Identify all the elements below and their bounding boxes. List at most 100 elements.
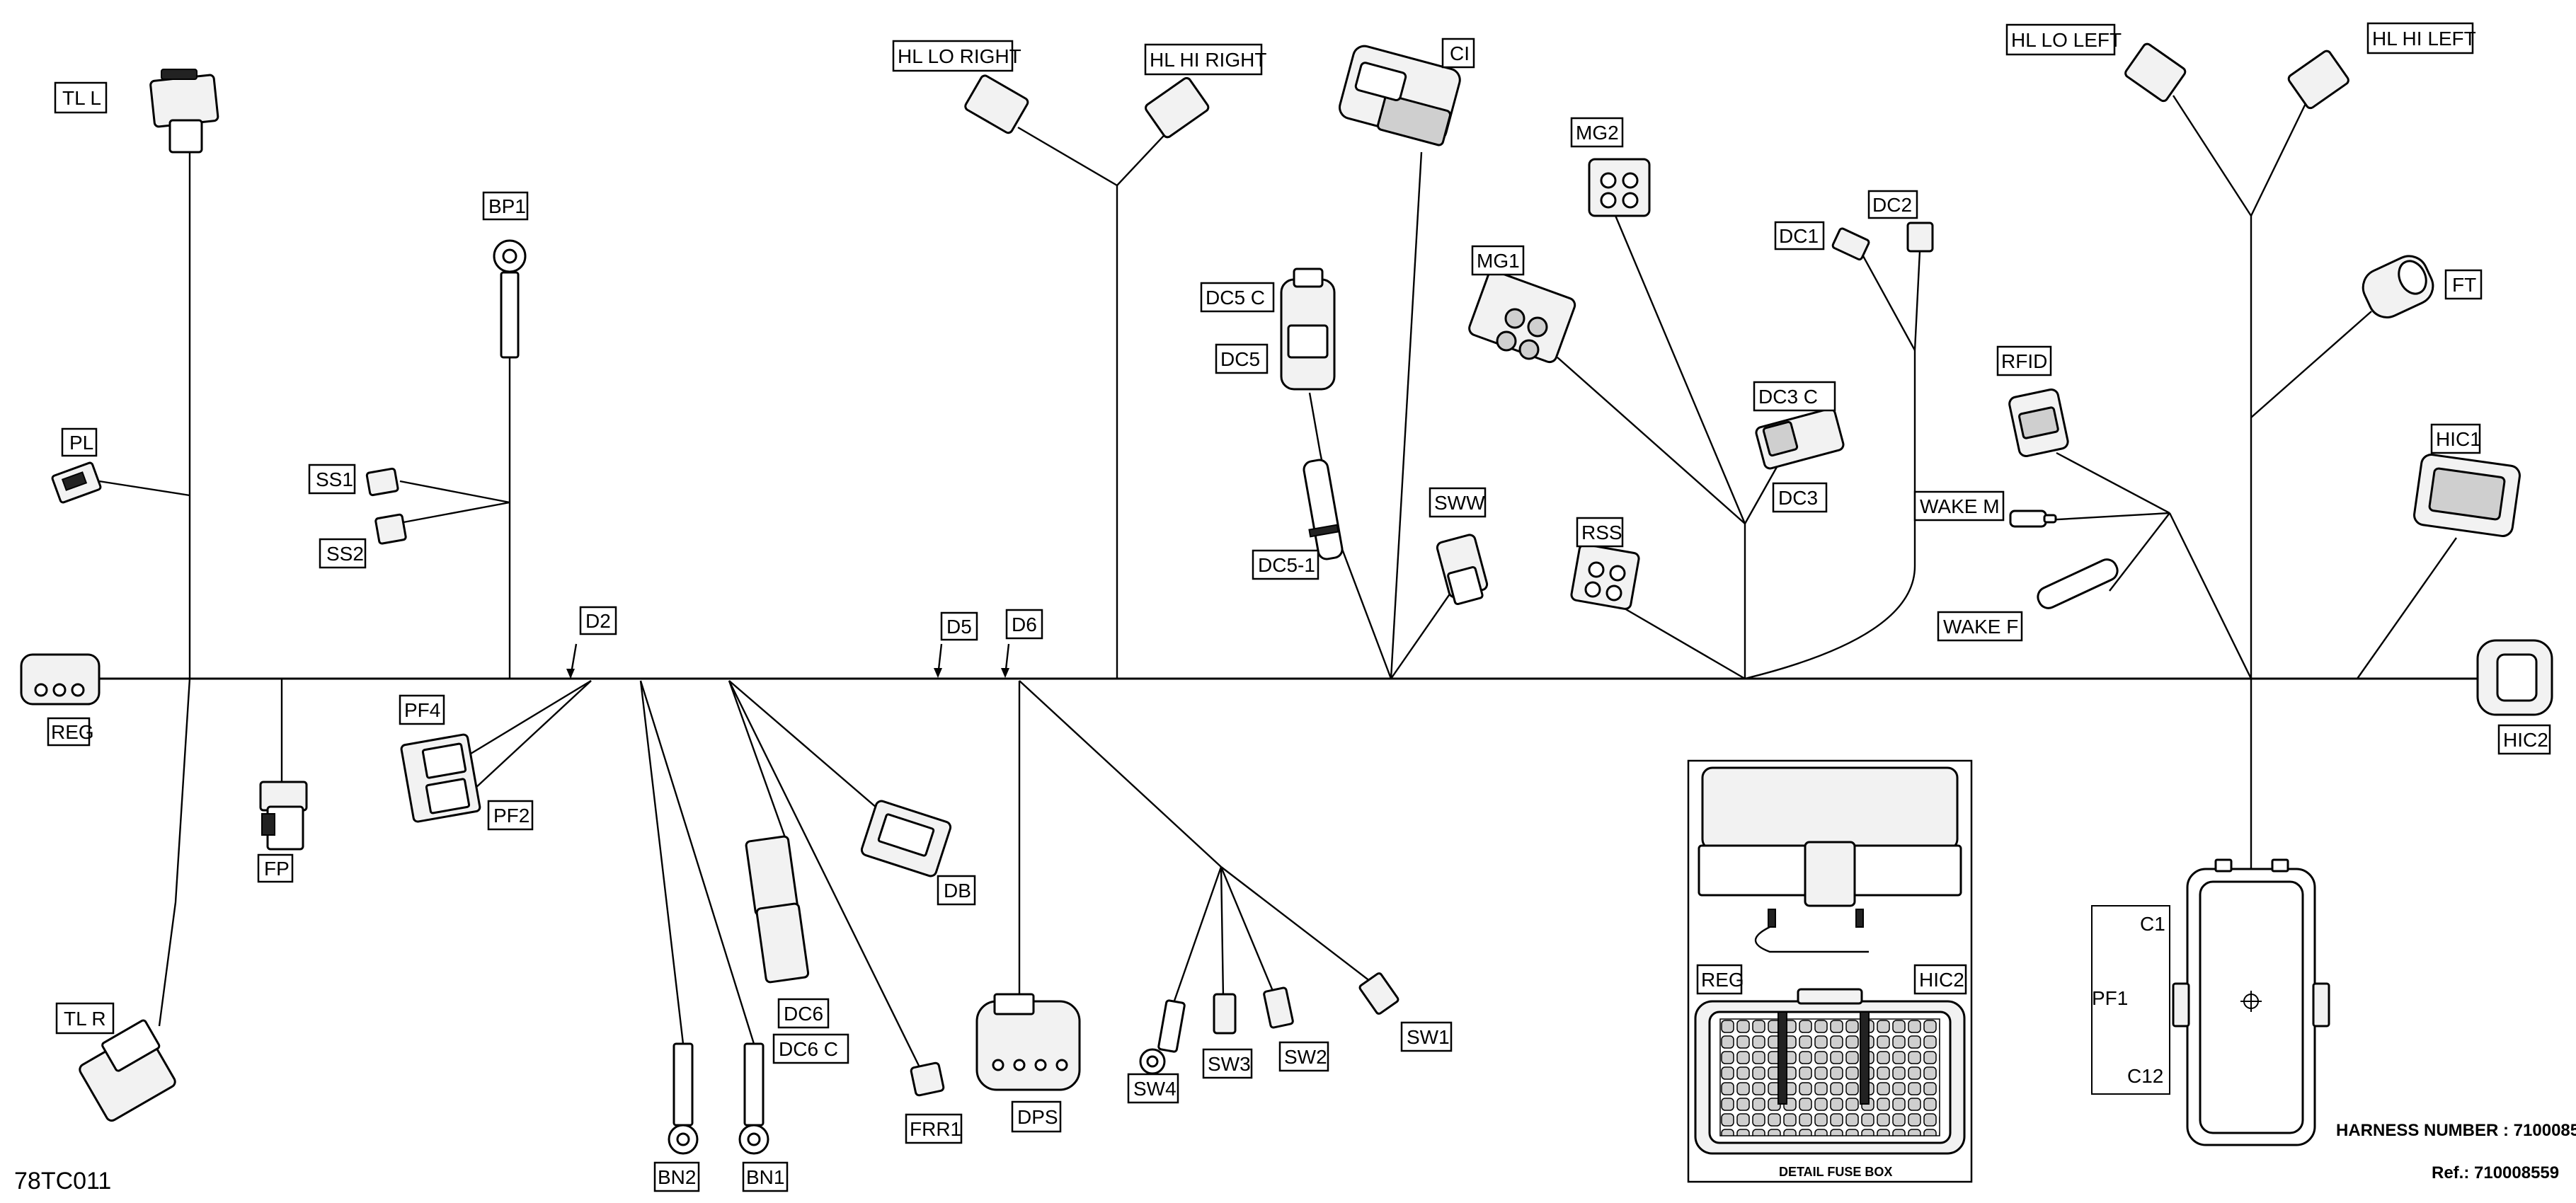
- d2-arrow-head: [566, 669, 575, 679]
- hl-hi-right-wire: [1116, 127, 1172, 186]
- splice-markers: [566, 643, 1010, 679]
- sw2-connector: [1263, 986, 1294, 1029]
- label-pf4: PF4: [399, 694, 445, 725]
- label-dc3-text: DC3: [1778, 487, 1818, 509]
- wake-f-wire: [2109, 512, 2170, 592]
- label-dc6-c-text: DC6 C: [779, 1038, 838, 1060]
- label-hl-hi-left: HL HI LEFT: [2366, 22, 2476, 54]
- dc5-1-fuse-holder: [1303, 459, 1344, 560]
- label-c1: C1: [2140, 913, 2165, 935]
- label-sww: SWW: [1429, 487, 1487, 518]
- pf1-fuse-box: [2172, 858, 2330, 1146]
- label-hic2-text: HIC2: [2503, 729, 2548, 751]
- ss1-wire: [399, 480, 510, 504]
- connector-parts: [20, 42, 2553, 1155]
- dc5-connector: [1280, 267, 1336, 391]
- wake-m-wire: [2045, 512, 2170, 522]
- label-fuse-reg: REG: [1696, 964, 1744, 995]
- mg1-connector: [1468, 270, 1576, 364]
- sw2-wire: [1220, 866, 1276, 995]
- label-ci-text: CI: [1450, 42, 1470, 64]
- label-wake-f-text: WAKE F: [1943, 616, 2018, 638]
- label-dps-text: DPS: [1017, 1106, 1058, 1128]
- hic1-wire: [2357, 537, 2457, 679]
- dc1-wire: [1853, 240, 1916, 351]
- ci-connector: [1339, 45, 1461, 146]
- label-hic2: HIC2: [2497, 724, 2551, 755]
- label-tl-l-text: TL L: [62, 87, 101, 109]
- dc6-wire: [728, 680, 791, 850]
- bp1-ring-terminal: [493, 239, 527, 359]
- ss2-connector: [374, 513, 407, 545]
- rss-wire: [1624, 607, 1746, 680]
- label-hic1-text: HIC1: [2436, 428, 2481, 450]
- label-sw2: SW2: [1278, 1041, 1329, 1072]
- label-mg1: MG1: [1471, 245, 1525, 276]
- label-sw3: SW3: [1202, 1048, 1253, 1079]
- label-dps: DPS: [1011, 1100, 1062, 1133]
- label-pf1: PF1: [2092, 987, 2128, 1009]
- ci-wire: [1390, 151, 1423, 679]
- db-connector: [860, 800, 952, 877]
- label-mg2: MG2: [1570, 117, 1624, 148]
- label-c12: C12: [2127, 1065, 2163, 1087]
- dc3-connector: [1755, 408, 1845, 470]
- pf4-wire: [470, 679, 592, 755]
- label-dc3: DC3: [1772, 482, 1828, 513]
- label-sw1-text: SW1: [1407, 1026, 1450, 1048]
- label-d5: D5: [940, 611, 978, 641]
- diagram-id: 78TC011: [14, 1168, 111, 1195]
- label-dc6: DC6: [777, 998, 830, 1029]
- tl-l-connector: [149, 69, 219, 154]
- label-pf2: PF2: [487, 800, 534, 831]
- ss2-wire: [403, 501, 510, 524]
- frr1-connector: [910, 1061, 945, 1097]
- label-bp1: BP1: [482, 191, 529, 221]
- label-hl-hi-left-text: HL HI LEFT: [2372, 28, 2476, 50]
- label-sw2-text: SW2: [1284, 1046, 1327, 1068]
- pf4-pf2-connector: [400, 733, 481, 823]
- ss1-connector: [365, 467, 399, 497]
- dc1-connector: [1831, 227, 1870, 261]
- label-sw4-text: SW4: [1133, 1078, 1177, 1100]
- sw4-wire: [1167, 866, 1223, 1020]
- label-hic1: HIC1: [2430, 423, 2481, 454]
- dps-connector: [975, 993, 1081, 1091]
- label-dc2-text: DC2: [1872, 194, 1912, 216]
- label-fuse-hic2: HIC2: [1913, 964, 1967, 995]
- bn2-wire: [639, 680, 685, 1044]
- label-hl-lo-left: HL LO LEFT: [2005, 23, 2122, 56]
- label-dc5-c: DC5 C: [1200, 282, 1275, 313]
- hl-hi-left-connector: [2287, 50, 2349, 110]
- dc2-connector: [1906, 221, 1934, 253]
- detail-fuse-box-caption: DETAIL FUSE BOX: [1779, 1165, 1892, 1179]
- label-dc5-1: DC5-1: [1252, 549, 1320, 580]
- label-rfid: RFID: [1996, 345, 2052, 376]
- label-rss-text: RSS: [1581, 522, 1622, 543]
- label-dc3-c: DC3 C: [1753, 381, 1836, 412]
- label-dc5: DC5: [1215, 343, 1269, 374]
- label-sw1: SW1: [1400, 1021, 1453, 1052]
- label-bn2-text: BN2: [658, 1166, 696, 1188]
- hic1-connector: [2413, 454, 2521, 537]
- label-hl-lo-left-text: HL LO LEFT: [2011, 29, 2122, 51]
- pf2-wire: [474, 680, 592, 790]
- mg2-connector: [1588, 158, 1651, 217]
- rfid-connector: [2008, 388, 2069, 457]
- sw1-wire: [1220, 866, 1374, 984]
- label-d2-text: D2: [585, 610, 611, 632]
- label-rss: RSS: [1576, 517, 1624, 548]
- label-pf4-text: PF4: [404, 699, 440, 721]
- label-dc1: DC1: [1774, 221, 1825, 251]
- mg2-wire: [1613, 212, 1746, 524]
- label-fuse-reg-text: REG: [1701, 969, 1744, 991]
- label-ft-text: FT: [2452, 274, 2476, 296]
- label-ss2-text: SS2: [326, 543, 364, 565]
- reg-connector: [20, 653, 101, 706]
- hl-hi-right-connector: [1145, 76, 1210, 139]
- label-tl-r: TL R: [55, 1002, 115, 1035]
- label-fp-text: FP: [264, 858, 290, 880]
- label-pl-text: PL: [69, 432, 93, 454]
- label-bn1-text: BN1: [746, 1166, 784, 1188]
- label-bn2: BN2: [653, 1161, 700, 1192]
